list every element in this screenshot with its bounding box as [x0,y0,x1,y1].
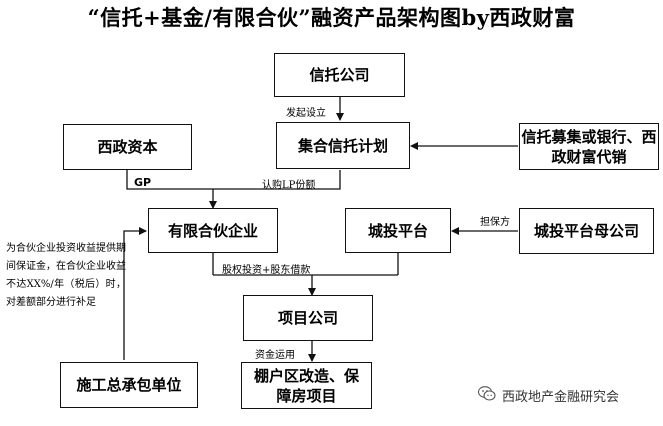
chengtou-platform-box: 城投平台 [345,208,451,253]
line-capital-gp [126,170,213,190]
label-guarantee: 担保方 [480,217,510,228]
guarantee-note: 为合伙企业投资收益提供期间保证金，在合伙企业收益不达XX%/年（税后）时，对差额… [6,243,126,308]
diagram-title: “信托+基金/有限合伙”融资产品架构图by西政财富 [87,5,576,30]
line-plan-lp [213,170,341,190]
trust-company-box: 信托公司 [274,53,405,97]
watermark-text: 西政地产金融研究会 [502,390,620,405]
wechat-icon [477,386,496,405]
xizheng-capital-box: 西政资本 [63,124,192,170]
label-equity-loan: 股权投资+股东借款 [222,265,311,276]
chengtou-parent-box: 城投平台母公司 [519,208,654,254]
project-company-box: 项目公司 [243,295,373,341]
label-fund-use: 资金运用 [255,350,295,361]
arrow-contractor-to-partnership [123,227,147,360]
label-gp: GP [134,176,152,189]
label-initiate: 发起设立 [286,108,326,119]
label-subscribe-lp: 认购LP份额 [262,180,316,191]
watermark: 西政地产金融研究会 [477,386,620,405]
general-contractor-box: 施工总承包单位 [60,362,198,408]
limited-partnership-box: 有限合伙企业 [148,208,278,253]
collective-trust-plan-box: 集合信托计划 [276,122,410,169]
trust-raising-box: 信托募集或银行、西政财富代销 [519,123,659,170]
shantytown-project-box: 棚户区改造、保障房项目 [241,362,372,409]
